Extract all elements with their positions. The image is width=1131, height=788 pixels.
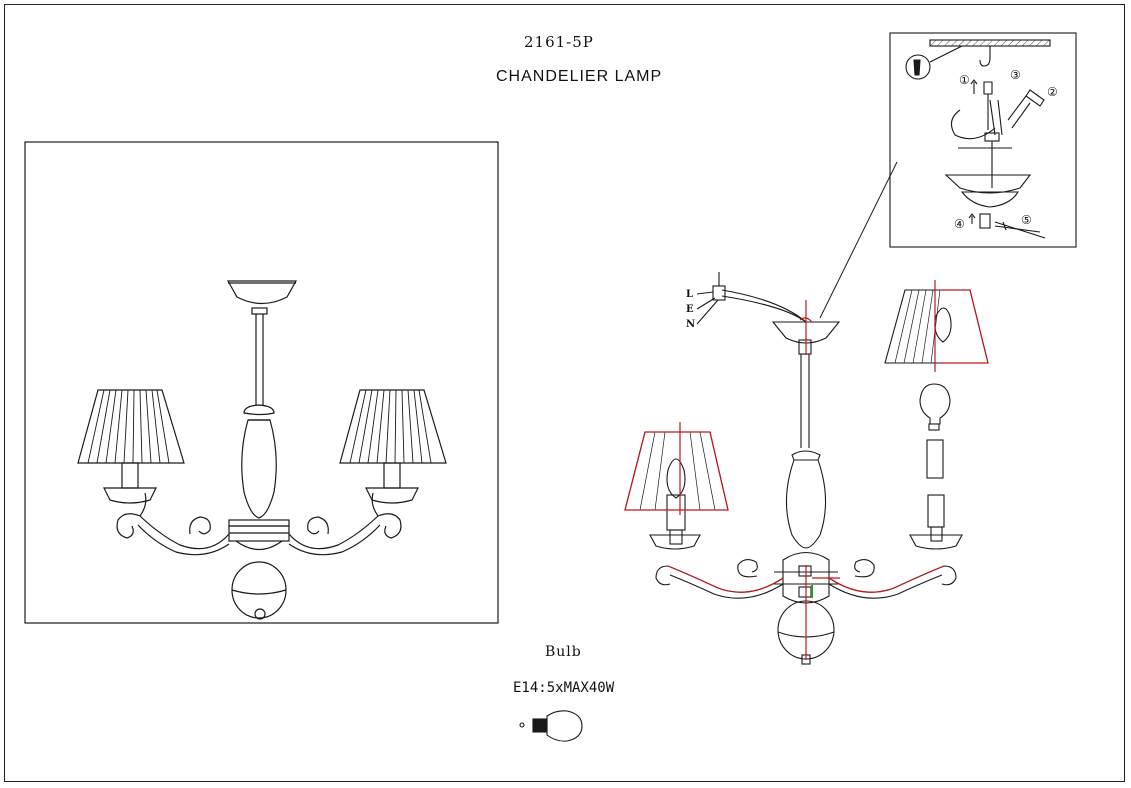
alignment-accents xyxy=(624,280,989,660)
baluster-column xyxy=(241,404,277,519)
left-lamp-shade xyxy=(77,389,185,464)
page-title: CHANDELIER LAMP xyxy=(496,68,663,85)
bulb-spec: E14:5xMAX40W xyxy=(513,680,615,696)
left-arm xyxy=(116,492,230,556)
exploded-right-socket xyxy=(909,494,963,550)
exploded-right-candle-sleeve xyxy=(926,439,944,479)
exploded-right-arm xyxy=(828,559,957,599)
bottom-sphere xyxy=(231,561,287,620)
assembled-view-box xyxy=(24,141,499,624)
wire-label-live: L xyxy=(686,289,694,300)
model-number: 2161-5P xyxy=(524,33,594,51)
assembled-view xyxy=(24,141,499,624)
ceiling-canopy xyxy=(226,280,298,315)
step-2-marker: ② xyxy=(1047,85,1058,99)
left-candle-cup xyxy=(103,462,157,504)
right-arm xyxy=(288,492,402,556)
right-candle-cup xyxy=(365,462,419,504)
step-3-marker: ③ xyxy=(1010,68,1021,82)
down-rod xyxy=(255,314,264,405)
wiring-leads xyxy=(696,272,807,325)
installation-detail xyxy=(889,32,1077,248)
right-lamp-shade xyxy=(339,389,447,464)
central-hub xyxy=(228,519,290,551)
detail-box xyxy=(889,32,1077,248)
wire-label-earth: E xyxy=(686,304,694,315)
exploded-left-arm xyxy=(655,559,784,599)
exploded-baluster xyxy=(785,450,827,549)
exploded-left-candle xyxy=(649,494,701,550)
exploded-right-bulb xyxy=(919,383,951,431)
step-5-marker: ⑤ xyxy=(1021,213,1032,227)
exploded-rod xyxy=(800,354,810,448)
exploded-canopy xyxy=(771,321,841,355)
page-frame xyxy=(4,4,1125,782)
step-1-marker: ① xyxy=(959,73,970,87)
wire-label-neutral: N xyxy=(686,319,696,330)
step-4-marker: ④ xyxy=(954,217,965,231)
bulb-icon xyxy=(519,710,583,742)
detail-leader-line xyxy=(819,161,898,319)
bulb-label: Bulb xyxy=(545,644,582,660)
